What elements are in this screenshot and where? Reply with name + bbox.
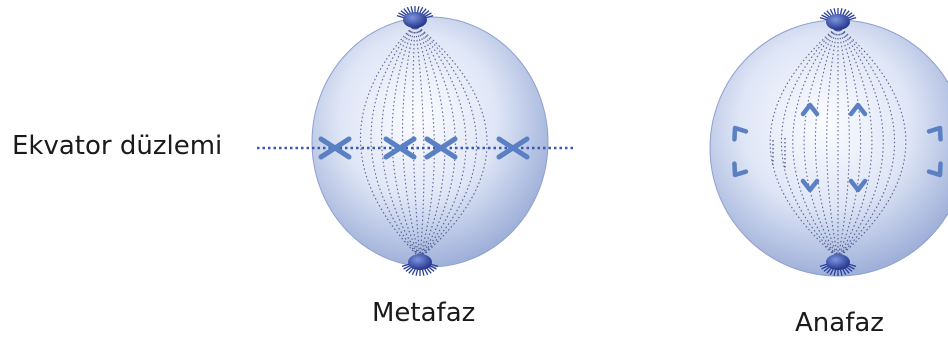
metaphase-fiber	[414, 23, 467, 259]
anaphase-chromosome	[800, 102, 820, 117]
equator-plane-label: Ekvator düzlemi	[12, 131, 223, 161]
anaphase-chromosome	[926, 125, 943, 142]
centrosome-top-anaphase	[819, 8, 857, 30]
anaphase-fiber	[837, 25, 850, 259]
anaphase-chromosome	[848, 102, 868, 117]
metaphase-chromosomes	[318, 136, 530, 160]
metaphase-chromosome	[496, 136, 530, 160]
anaphase-chromosome	[800, 178, 820, 193]
metaphase-fiber	[414, 23, 425, 259]
metaphase-chromosome	[383, 136, 417, 160]
anaphase-spindle-fibers	[769, 25, 907, 259]
anaphase-chromosome	[926, 161, 943, 178]
anaphase-label: Anafaz	[795, 308, 884, 338]
anaphase-chromosome	[848, 178, 868, 193]
anaphase-fiber	[837, 25, 873, 259]
metaphase-cell	[257, 6, 575, 276]
anaphase-chromosomes	[732, 102, 943, 193]
metaphase-chromosome	[424, 136, 458, 160]
metaphase-fiber	[359, 23, 421, 259]
anaphase-chromosome	[732, 161, 749, 178]
centrosome-bottom-metaphase	[401, 254, 439, 276]
metaphase-fiber	[370, 23, 421, 259]
anaphase-cell-body	[709, 19, 948, 277]
anaphase-chromosome	[732, 125, 749, 142]
centrosome-bottom-anaphase	[819, 254, 857, 276]
anaphase-cell	[709, 8, 948, 277]
metaphase-chromosome	[318, 136, 352, 160]
centrosome-top-metaphase	[396, 6, 434, 28]
anaphase-fiber	[826, 25, 839, 259]
anaphase-fiber	[780, 25, 839, 259]
anaphase-fiber	[803, 25, 839, 259]
metaphase-fiber	[414, 23, 478, 259]
anaphase-fiber	[837, 25, 896, 259]
metaphase-label: Metafaz	[372, 298, 476, 328]
